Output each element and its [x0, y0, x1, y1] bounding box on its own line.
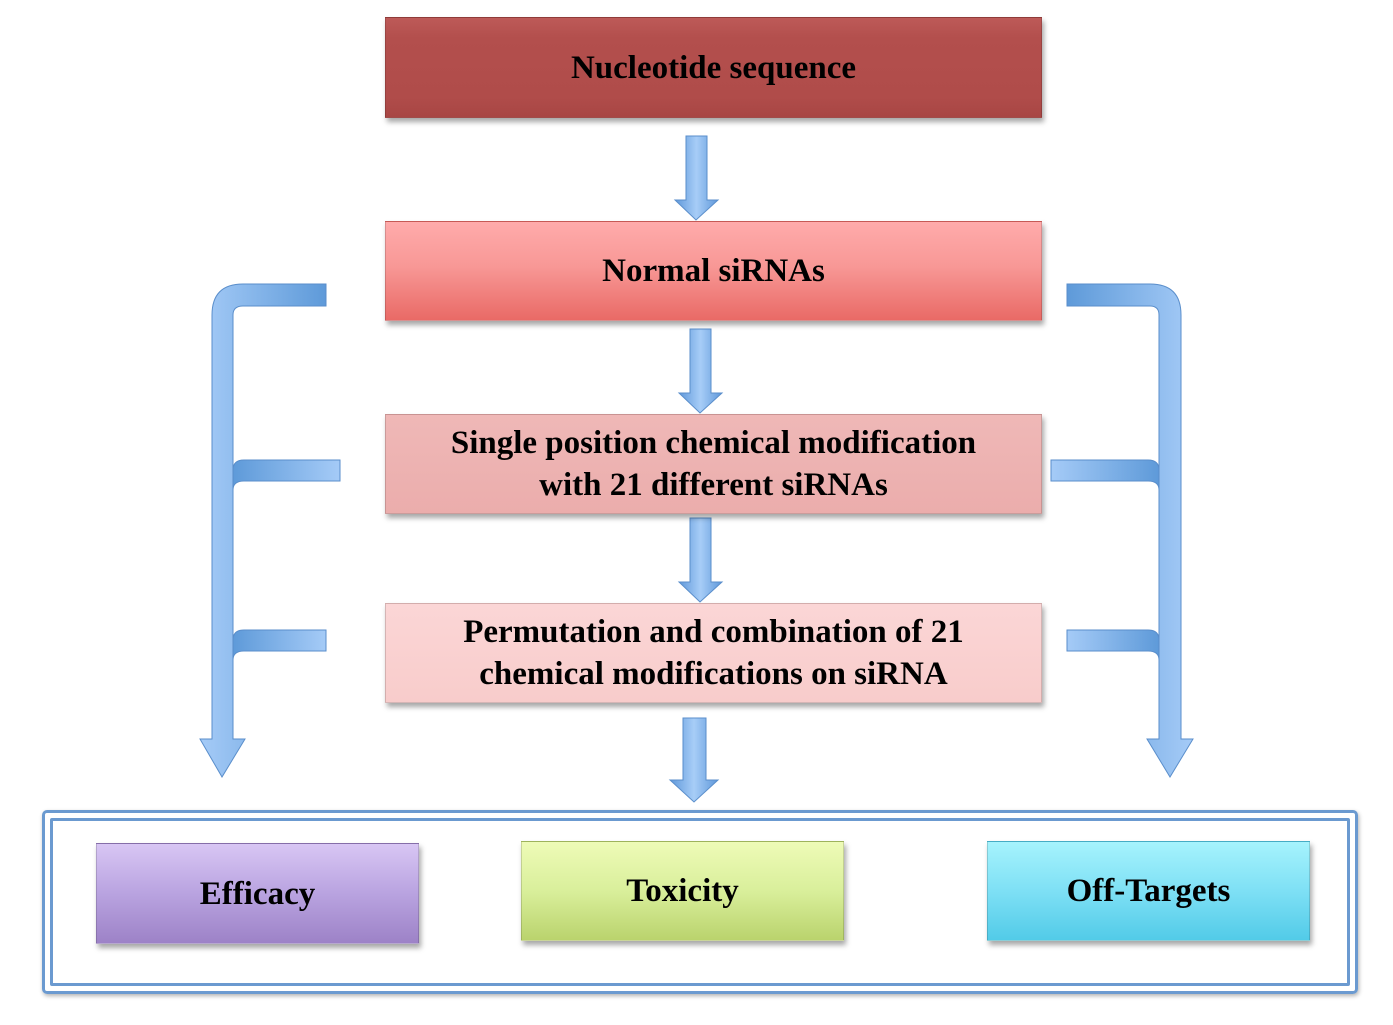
step-normal-sirnas: Normal siRNAs [385, 221, 1042, 321]
left-bracket-arrow [199, 283, 341, 778]
step-permutation-combination: Permutation and combination of 21 chemic… [385, 603, 1042, 703]
outcome-label: Efficacy [199, 875, 316, 912]
outcome-toxicity: Toxicity [521, 841, 844, 941]
down-arrow-4 [668, 717, 720, 803]
down-arrow-1 [673, 135, 720, 221]
outcome-label: Toxicity [626, 873, 739, 909]
outcomes-frame [42, 810, 1358, 994]
down-arrow-3 [677, 517, 724, 603]
step-label: Normal siRNAs [602, 253, 825, 289]
step-label-line-2: chemical modifications on siRNA [479, 656, 948, 692]
outcome-efficacy: Efficacy [96, 843, 419, 944]
step-nucleotide-sequence: Nucleotide sequence [385, 17, 1042, 118]
outcome-label: Off-Targets [1066, 873, 1231, 909]
outcomes-frame-inner [50, 818, 1350, 986]
step-label-line-1: Single position chemical modification [450, 425, 977, 461]
outcome-off-targets: Off-Targets [987, 841, 1310, 941]
step-single-position-modification: Single position chemical modification wi… [385, 414, 1042, 514]
step-label-line-1: Permutation and combination of 21 [463, 614, 964, 650]
right-bracket-arrow [1050, 283, 1194, 778]
step-label: Nucleotide sequence [570, 49, 857, 86]
down-arrow-2 [677, 328, 724, 414]
step-label-line-2: with 21 different siRNAs [539, 467, 888, 503]
